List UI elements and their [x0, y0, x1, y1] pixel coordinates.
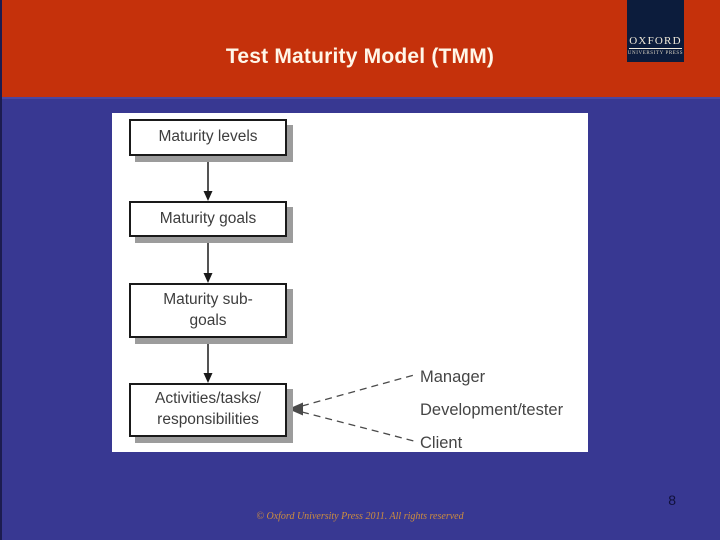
logo-subtext: UNIVERSITY PRESS — [627, 51, 684, 56]
down-arrow-3 — [203, 338, 213, 383]
stakeholder-label-client: Client — [420, 434, 463, 452]
down-arrow-2 — [203, 237, 213, 283]
header-band: Test Maturity Model (TMM) — [0, 0, 720, 97]
page-number: 8 — [668, 492, 676, 508]
flow-box-maturity-subgoals: Maturity sub- goals — [129, 283, 287, 338]
header-divider — [0, 97, 720, 99]
flow-box-label: Maturity goals — [159, 209, 257, 227]
flow-connectors — [203, 156, 415, 442]
logo-wordmark: OXFORD — [629, 35, 682, 49]
down-arrow-1 — [203, 156, 213, 201]
flow-box-label: Maturity levels — [158, 128, 258, 146]
left-arrowhead-icon — [288, 402, 303, 416]
copyright-footer: © Oxford University Press 2011. All righ… — [256, 511, 464, 522]
stakeholder-label-development-tester: Development/tester — [420, 401, 564, 419]
slide-left-edge — [0, 0, 2, 540]
flow-box-maturity-levels: Maturity levels — [129, 119, 287, 156]
flow-box-maturity-goals: Maturity goals — [129, 201, 287, 237]
flow-box-activities-tasks-responsibilities: Activities/tasks/ responsibilities — [129, 383, 287, 437]
stakeholder-label-manager: Manager — [420, 368, 486, 386]
oxford-university-press-logo: OXFORD UNIVERSITY PRESS — [627, 0, 684, 62]
slide-title: Test Maturity Model (TMM) — [225, 45, 495, 68]
flow-box-label: Maturity sub- goals — [163, 290, 253, 329]
flow-box-label: Activities/tasks/ responsibilities — [155, 390, 261, 428]
diagram-panel: Maturity levels Maturity goals Maturity … — [112, 113, 588, 452]
dashed-connector-client — [301, 411, 415, 442]
dashed-connector-manager — [301, 374, 415, 407]
